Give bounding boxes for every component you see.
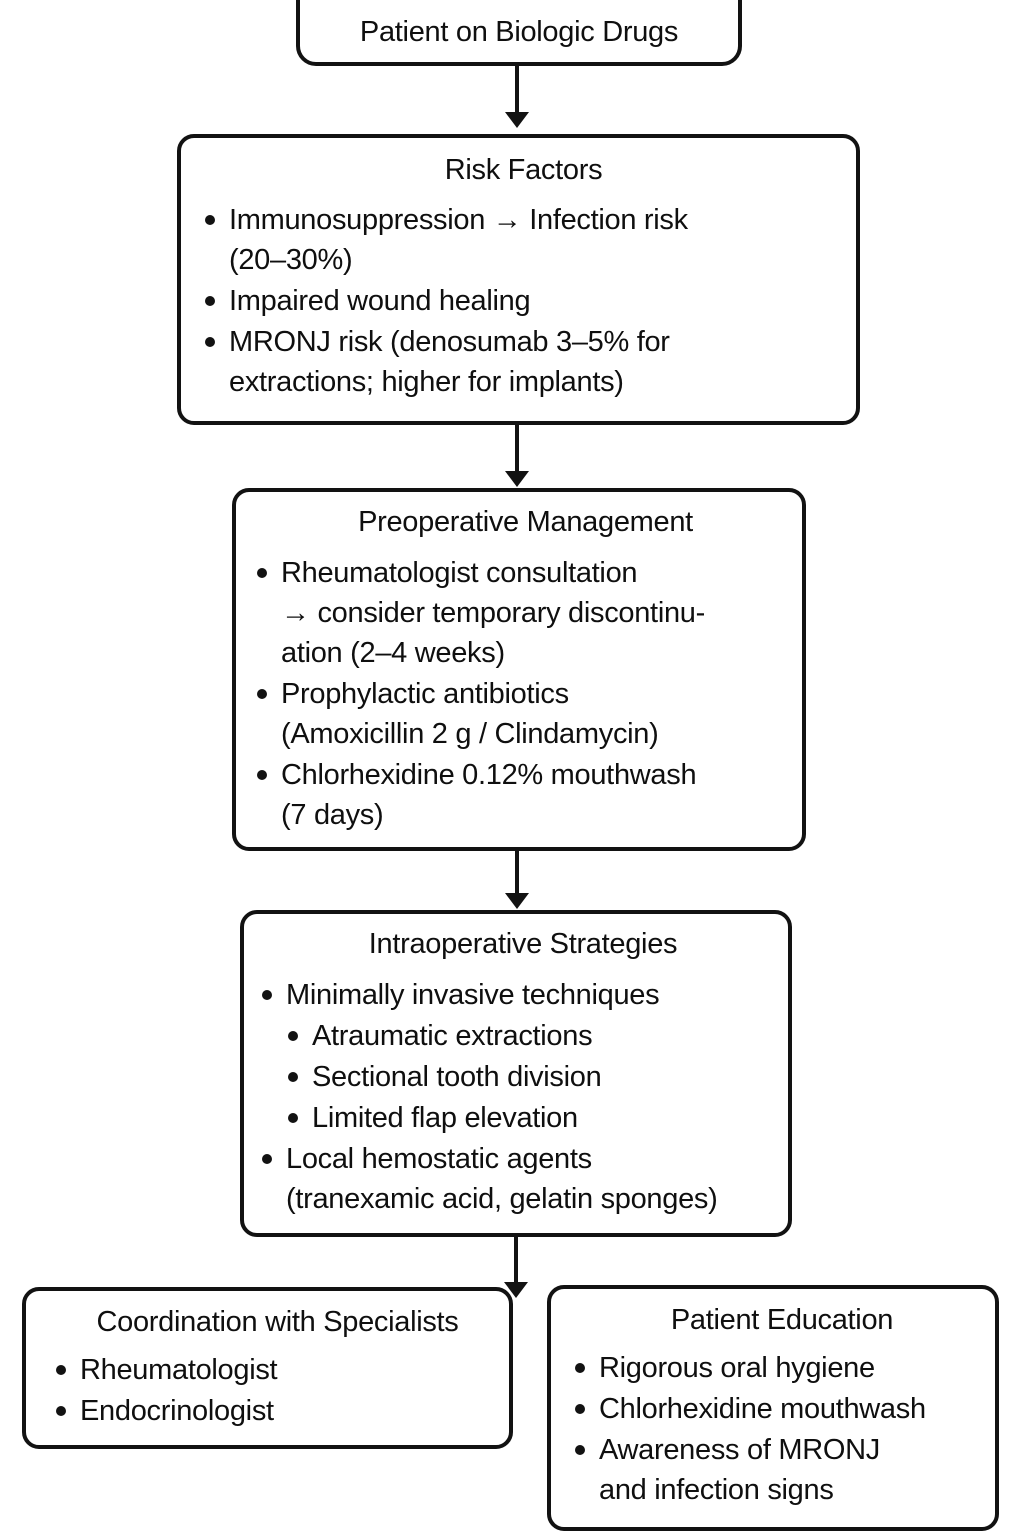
bullet-dot — [575, 1404, 585, 1414]
bullet-dot — [56, 1406, 66, 1416]
bullet-item: Impaired wound healing — [205, 281, 842, 321]
bullet-text: Impaired wound healing — [229, 285, 531, 317]
bullet-item: Rheumatologist — [56, 1350, 499, 1390]
node-title-start: Patient on Biologic Drugs — [359, 16, 679, 48]
bullet-text: Immunosuppression → Infection risk (20–3… — [229, 204, 688, 276]
sub-bullet-item: Sectional tooth division — [288, 1057, 784, 1097]
bullet-dot — [575, 1445, 585, 1455]
arrow-line — [515, 851, 519, 895]
node-title-intraoperative-strategies: Intraoperative Strategies — [368, 928, 678, 960]
bullet-dot — [56, 1365, 66, 1375]
arrow-line — [515, 64, 519, 114]
bullet-dot — [257, 689, 267, 699]
bullet-item: Chlorhexidine mouthwash — [575, 1389, 989, 1429]
bullet-text: Chlorhexidine 0.12% mouthwash (7 days) — [281, 759, 697, 831]
bullet-dot — [288, 1113, 298, 1123]
flow-node-risk-factors: Risk Factors Immunosuppression → Infecti… — [177, 134, 860, 425]
bullet-item: Immunosuppression → Infection risk (20–3… — [205, 200, 842, 280]
sub-bullet-item: Limited flap elevation — [288, 1098, 784, 1138]
arrow-line — [514, 1237, 518, 1284]
bullet-item: Rheumatologist consultation → consider t… — [257, 553, 794, 673]
bullet-text: Endocrinologist — [80, 1395, 274, 1427]
bullet-list: Rheumatologist Endocrinologist — [56, 1350, 499, 1431]
bullet-item: Rigorous oral hygiene — [575, 1348, 989, 1388]
bullet-text: Rheumatologist — [80, 1354, 278, 1386]
bullet-item: Endocrinologist — [56, 1391, 499, 1431]
bullet-text: Prophylactic antibiotics (Amoxicillin 2 … — [281, 678, 659, 750]
bullet-item: Chlorhexidine 0.12% mouthwash (7 days) — [257, 755, 794, 835]
sub-bullet-item: Atraumatic extractions — [288, 1016, 784, 1056]
flow-arrow-start-to-risk — [505, 64, 529, 128]
bullet-dot — [205, 215, 215, 225]
bullet-dot — [257, 770, 267, 780]
bullet-list: Minimally invasive techniques Atraumatic… — [262, 975, 784, 1219]
bullet-text: Sectional tooth division — [312, 1061, 602, 1093]
bullet-list: Rigorous oral hygiene Chlorhexidine mout… — [575, 1348, 989, 1510]
bullet-item: MRONJ risk (denosumab 3–5% for extractio… — [205, 322, 842, 402]
bullet-text: Awareness of MRONJ and infection signs — [599, 1434, 880, 1506]
arrow-line — [515, 425, 519, 473]
flow-node-intraoperative-strategies: Intraoperative Strategies Minimally inva… — [240, 910, 792, 1237]
bullet-dot — [257, 568, 267, 578]
flow-node-patient-education: Patient Education Rigorous oral hygiene … — [547, 1285, 999, 1531]
flow-node-coordination-with-specialists: Coordination with Specialists Rheumatolo… — [22, 1287, 513, 1449]
node-title-patient-education: Patient Education — [670, 1304, 894, 1336]
bullet-dot — [288, 1031, 298, 1041]
bullet-item: Minimally invasive techniques — [262, 975, 784, 1015]
arrow-head-icon — [505, 471, 529, 487]
bullet-item: Prophylactic antibiotics (Amoxicillin 2 … — [257, 674, 794, 754]
bullet-dot — [262, 1154, 272, 1164]
bullet-dot — [262, 990, 272, 1000]
flow-node-start: Patient on Biologic Drugs — [296, 0, 742, 66]
bullet-dot — [575, 1363, 585, 1373]
bullet-text: Chlorhexidine mouthwash — [599, 1393, 926, 1425]
bullet-text: MRONJ risk (denosumab 3–5% for extractio… — [229, 326, 670, 398]
arrow-head-icon — [505, 112, 529, 128]
bullet-item: Awareness of MRONJ and infection signs — [575, 1430, 989, 1510]
bullet-text: Rigorous oral hygiene — [599, 1352, 875, 1384]
node-title-coordination-with-specialists: Coordination with Specialists — [96, 1306, 459, 1338]
bullet-dot — [288, 1072, 298, 1082]
bullet-text: Limited flap elevation — [312, 1102, 578, 1134]
flow-node-preoperative-management: Preoperative Management Rheumatologist c… — [232, 488, 806, 851]
bullet-item: Local hemostatic agents (tranexamic acid… — [262, 1139, 784, 1219]
bullet-text: Local hemostatic agents (tranexamic acid… — [286, 1143, 718, 1215]
flow-arrow-preop-to-intraop — [505, 851, 529, 909]
node-title-preoperative-management: Preoperative Management — [358, 506, 693, 538]
bullet-dot — [205, 337, 215, 347]
bullet-list: Immunosuppression → Infection risk (20–3… — [205, 200, 842, 402]
bullet-list: Rheumatologist consultation → consider t… — [257, 553, 794, 835]
bullet-text: Minimally invasive techniques — [286, 979, 660, 1011]
bullet-dot — [205, 296, 215, 306]
node-title-risk-factors: Risk Factors — [444, 154, 603, 186]
bullet-text: Atraumatic extractions — [312, 1020, 593, 1052]
bullet-text: Rheumatologist consultation → consider t… — [281, 557, 705, 669]
flow-arrow-risk-to-preop — [505, 425, 529, 487]
flow-arrow-intraop-to-bottom — [504, 1237, 528, 1298]
arrow-head-icon — [505, 893, 529, 909]
